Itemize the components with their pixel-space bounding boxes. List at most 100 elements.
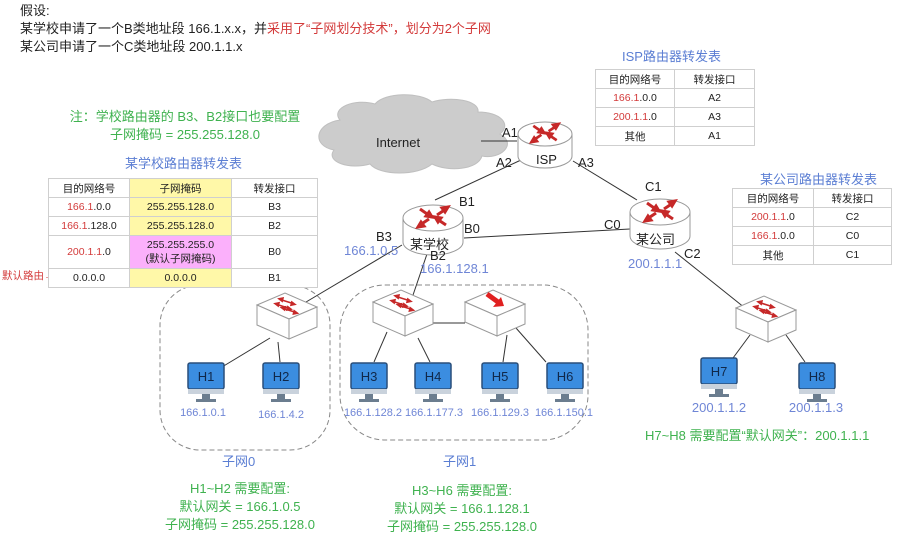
config-line: 子网掩码 = 255.255.128.0	[165, 517, 315, 532]
intro-line-2-highlight: 采用了“子网划分技术”，划分为2个子网	[267, 21, 491, 36]
switch-subnet1-a[interactable]	[371, 289, 435, 337]
dest-network: 166.1.128.0	[48, 216, 130, 236]
table-row: 166.1.0.0 C0	[732, 226, 892, 246]
host-label: H4	[425, 369, 442, 384]
host-ip: 166.1.0.1	[180, 407, 226, 419]
port-b3: B3	[376, 229, 392, 244]
subnet1-boundary	[339, 284, 589, 441]
subnet0-label: 子网0	[222, 454, 255, 469]
internet-cloud	[318, 94, 508, 174]
h7-h8-config-note: H7~H8 需要配置“默认网关”：200.1.1.1	[645, 428, 870, 443]
dest-network: 166.1.0.0	[595, 88, 675, 108]
iface: B0	[231, 235, 318, 269]
port-a1: A1	[502, 125, 518, 140]
isp-table-title: ISP路由器转发表	[622, 49, 721, 64]
iface: A3	[674, 107, 755, 127]
iface: C0	[813, 226, 892, 246]
table-row: 200.1.1.0 255.255.255.0(默认子网掩码) B0	[48, 235, 318, 269]
dest-network: 200.1.1.0	[595, 107, 675, 127]
table-row: 166.1.128.0 255.255.128.0 B2	[48, 216, 318, 236]
config-line: 默认网关 = 166.1.0.5	[179, 499, 301, 514]
host-ip: 200.1.1.2	[692, 400, 746, 415]
port-a2: A2	[496, 155, 512, 170]
h3-h6-config-note: H3~H6 需要配置: 默认网关 = 166.1.128.1 子网掩码 = 25…	[362, 482, 562, 536]
b3-ip: 166.1.0.5	[344, 243, 398, 258]
iface: B1	[231, 268, 318, 288]
iface: C2	[813, 207, 892, 227]
subnet1-label: 子网1	[443, 454, 476, 469]
intro-line-3: 某公司申请了一个C类地址段 200.1.1.x	[20, 39, 243, 54]
config-line: H3~H6 需要配置:	[411, 483, 513, 498]
port-b1: B1	[459, 194, 475, 209]
host-ip: 166.1.4.2	[258, 409, 304, 421]
link-isp-school	[434, 159, 522, 201]
column-header: 转发接口	[231, 178, 318, 198]
host-label: H6	[557, 369, 574, 384]
table-header-row: 目的网络号 转发接口	[732, 188, 892, 208]
column-header: 转发接口	[813, 188, 892, 208]
column-header: 目的网络号	[48, 178, 130, 198]
link-school-subnet1	[411, 253, 428, 299]
column-header: 目的网络号	[732, 188, 814, 208]
table-row: 其他 C1	[732, 245, 892, 265]
dest-network: 其他	[595, 126, 675, 146]
host-label: H1	[198, 369, 215, 384]
iface: A2	[674, 88, 755, 108]
config-line: 子网掩码 = 255.255.128.0	[387, 519, 537, 534]
iface: A1	[674, 126, 755, 146]
subnet-mask: 0.0.0.0	[129, 268, 232, 288]
internet-label: Internet	[376, 135, 420, 150]
default-route-label: 默认路由→	[2, 270, 55, 282]
school-note-line-2: 子网掩码 = 255.255.128.0	[110, 127, 260, 142]
table-row: 0.0.0.0 0.0.0.0 B1	[48, 268, 318, 288]
column-header: 子网掩码	[129, 178, 232, 198]
links	[221, 140, 806, 368]
table-header-row: 目的网络号 子网掩码 转发接口	[48, 178, 318, 198]
port-c0: C0	[604, 217, 621, 232]
subnet-mask: 255.255.128.0	[129, 216, 232, 236]
dest-network: 0.0.0.0	[48, 268, 130, 288]
dest-network: 200.1.1.0	[732, 207, 814, 227]
port-c2: C2	[684, 246, 701, 261]
table-row: 200.1.1.0 A3	[595, 107, 755, 127]
link-school-subnet0	[300, 244, 403, 306]
host-ip: 166.1.129.3	[471, 407, 529, 419]
table-row: 其他 A1	[595, 126, 755, 146]
company-forwarding-table: 目的网络号 转发接口 200.1.1.0 C2 166.1.0.0 C0 其他 …	[732, 188, 892, 265]
column-header: 目的网络号	[595, 69, 675, 89]
school-router[interactable]	[402, 204, 464, 256]
table-row: 166.1.0.0 255.255.128.0 B3	[48, 197, 318, 217]
host-label: H7	[711, 364, 728, 379]
isp-forwarding-table: 目的网络号 转发接口 166.1.0.0 A2 200.1.1.0 A3 其他 …	[595, 69, 755, 146]
table-header-row: 目的网络号 转发接口	[595, 69, 755, 89]
host-label: H5	[492, 369, 509, 384]
host-ip: 166.1.128.2	[344, 407, 402, 419]
school-note: 注：学校路由器的 B3、B2接口也要配置 子网掩码 = 255.255.128.…	[55, 108, 315, 144]
company-router[interactable]	[629, 198, 691, 250]
intro-line-1: 假设:	[20, 3, 50, 18]
host-label: H2	[273, 369, 290, 384]
config-line: H1~H2 需要配置:	[189, 481, 291, 496]
hub-subnet1-b[interactable]	[463, 289, 527, 337]
host-label: H8	[809, 369, 826, 384]
school-note-line-1: 注：学校路由器的 B3、B2接口也要配置	[69, 109, 301, 124]
host-ip: 166.1.177.3	[405, 407, 463, 419]
dest-network: 166.1.0.0	[732, 226, 814, 246]
subnet-mask: 255.255.128.0	[129, 197, 232, 217]
table-row: 166.1.0.0 A2	[595, 88, 755, 108]
dest-network: 其他	[732, 245, 814, 265]
arrow-down-right-icon	[485, 291, 504, 307]
company-table-title: 某公司路由器转发表	[760, 172, 878, 187]
link-isp-company	[572, 160, 638, 201]
dest-network: 166.1.0.0	[48, 197, 130, 217]
iface: B3	[231, 197, 318, 217]
c2-ip: 200.1.1.1	[628, 256, 682, 271]
switch-subnet0[interactable]	[255, 292, 319, 340]
isp-label: ISP	[536, 152, 557, 167]
port-a3: A3	[578, 155, 594, 170]
switch-company[interactable]	[734, 295, 798, 343]
port-b2: B2	[430, 248, 446, 263]
isp-router[interactable]	[517, 121, 573, 169]
school-table-title: 某学校路由器转发表	[125, 156, 243, 171]
